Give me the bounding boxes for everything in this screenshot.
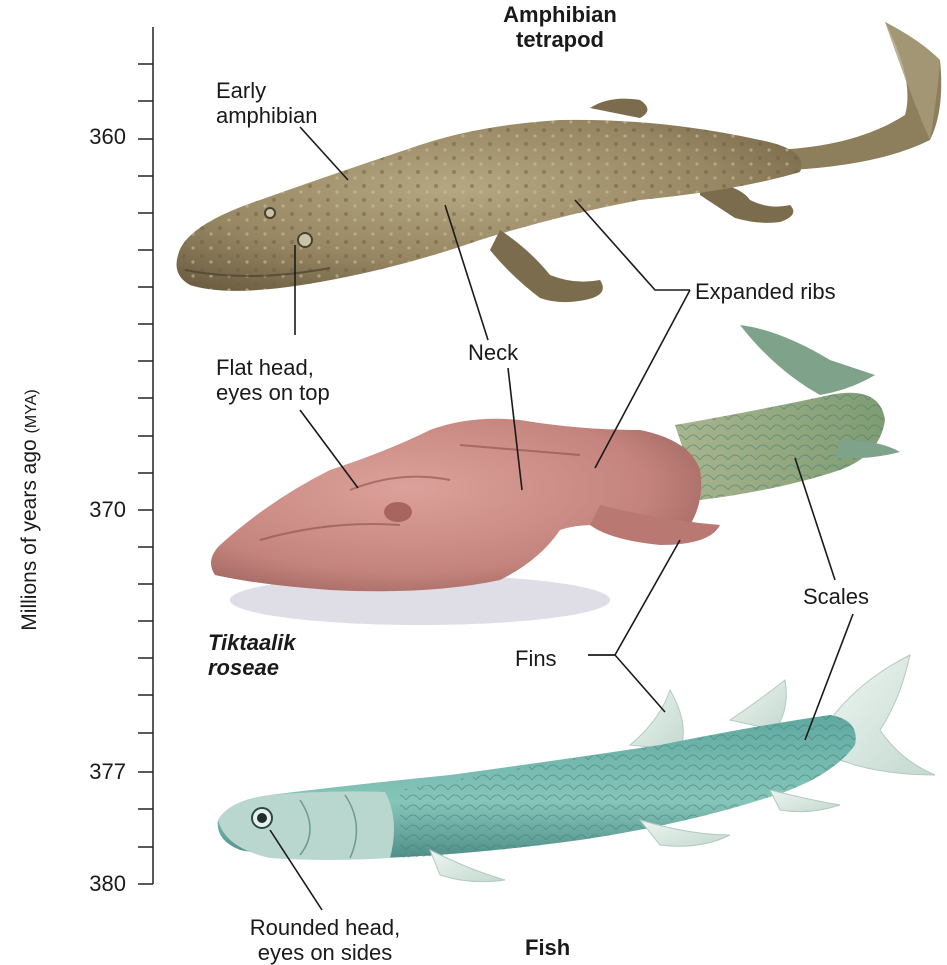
label-rounded-head: Rounded head, eyes on sides	[215, 915, 435, 965]
fish-illustration	[218, 655, 935, 882]
amphibian-title: Amphibian tetrapod	[470, 2, 650, 52]
y-axis-unit: (MYA)	[23, 389, 40, 433]
label-scales: Scales	[803, 584, 869, 609]
label-fins: Fins	[515, 646, 557, 671]
leader-fins-bottom	[588, 655, 665, 712]
tiktaalik-title-line1: Tiktaalik	[208, 630, 296, 655]
tick-label-370: 370	[66, 497, 126, 523]
label-early-amphibian-line1: Early	[216, 78, 318, 103]
label-flat-head-line2: eyes on top	[216, 380, 330, 405]
y-axis-title: Millions of years ago (MYA)	[18, 389, 42, 630]
amphibian-title-line1: Amphibian	[470, 2, 650, 27]
leader-early-amphibian	[300, 127, 348, 180]
label-rounded-head-line2: eyes on sides	[215, 940, 435, 965]
time-axis	[138, 27, 153, 884]
leader-expanded-ribs-top	[575, 200, 690, 290]
label-flat-head-line1: Flat head,	[216, 355, 330, 380]
tick-label-360: 360	[66, 124, 126, 150]
tick-label-377: 377	[66, 759, 126, 785]
fish-title: Fish	[525, 935, 570, 960]
label-rounded-head-line1: Rounded head,	[215, 915, 435, 940]
label-flat-head: Flat head, eyes on top	[216, 355, 330, 405]
tick-label-380: 380	[66, 871, 126, 897]
label-expanded-ribs: Expanded ribs	[695, 279, 836, 304]
y-axis-title-text: Millions of years ago	[18, 439, 41, 630]
label-early-amphibian: Early amphibian	[216, 78, 318, 128]
amphibian-illustration	[177, 22, 942, 302]
tiktaalik-title: Tiktaalik roseae	[208, 630, 296, 680]
amphibian-title-line2: tetrapod	[470, 27, 650, 52]
axis-minor-ticks	[138, 64, 153, 884]
tiktaalik-title-line2: roseae	[208, 655, 296, 680]
label-neck: Neck	[468, 340, 518, 365]
label-early-amphibian-line2: amphibian	[216, 103, 318, 128]
